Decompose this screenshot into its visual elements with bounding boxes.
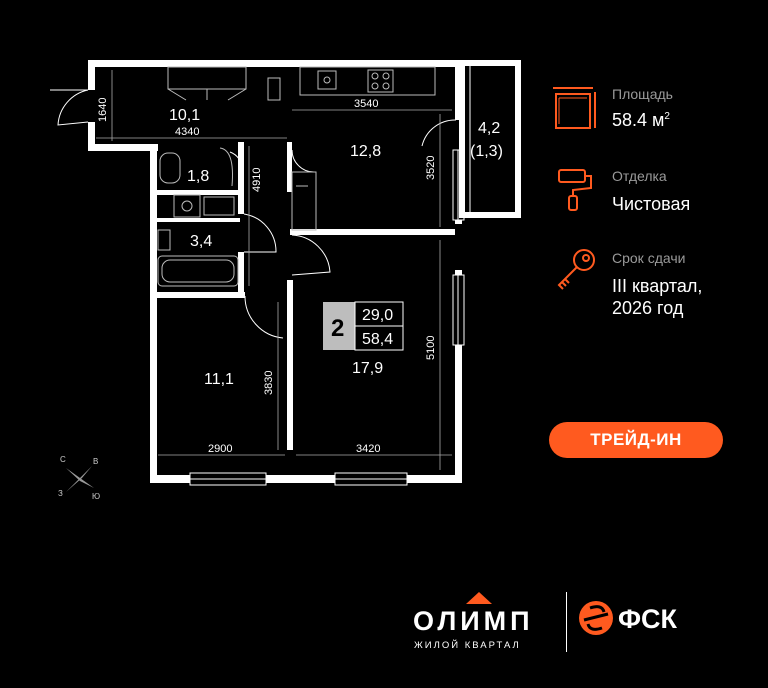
fsk-logo-icon: [579, 601, 613, 635]
door-swing: [291, 234, 331, 276]
area-number: 58.4 м: [612, 110, 665, 130]
room-area: 1,8: [187, 168, 209, 185]
key-icon: [557, 249, 595, 290]
wall: [455, 60, 462, 120]
dim-label: 3420: [356, 443, 380, 455]
dim-label: 1640: [97, 98, 109, 122]
svg-text:В: В: [93, 457, 98, 466]
fsk-logo: ФСК: [618, 604, 678, 634]
area-icon: [553, 87, 596, 129]
trade-in-button[interactable]: ТРЕЙД-ИН: [549, 422, 723, 458]
wall: [155, 190, 240, 195]
furniture: [157, 66, 436, 287]
sink-icon: [317, 70, 337, 90]
finish-label: Отделка: [612, 168, 667, 184]
brand-divider: [566, 592, 567, 652]
finish-value: Чистовая: [612, 194, 691, 214]
room-area: 4,2: [478, 120, 500, 137]
wall: [455, 270, 462, 483]
olimp-roof-icon: [466, 592, 492, 604]
doors: [50, 89, 457, 339]
dimension-labels: 1640 4340 3540 4910 3520 3830 5100 2900 …: [97, 98, 437, 455]
badge-total: 58,4: [362, 331, 393, 348]
wall: [88, 122, 95, 150]
washbasin-icon: [173, 194, 201, 218]
deadline-line2: 2026 год: [612, 298, 684, 318]
room-area: (1,3): [470, 143, 503, 160]
svg-text:С: С: [60, 455, 66, 464]
room-badge: 2 29,0 58,4: [323, 301, 404, 351]
wall: [290, 229, 455, 235]
room-area: 3,4: [190, 233, 212, 250]
paint-roller-icon: [558, 169, 592, 211]
kitchen-cabinet: [291, 171, 317, 231]
door-swing: [421, 119, 457, 147]
wall: [287, 142, 292, 192]
room-area: 10,1: [169, 107, 200, 124]
room-area: 12,8: [350, 143, 381, 160]
dim-label: 3540: [354, 98, 378, 110]
wall: [88, 60, 462, 67]
wall: [150, 144, 157, 482]
room-area: 11,1: [204, 371, 234, 388]
svg-text:З: З: [58, 489, 63, 498]
svg-text:Ю: Ю: [92, 492, 100, 501]
kitchen-counter: [299, 66, 436, 96]
wall: [150, 475, 462, 483]
compass-icon: С В З Ю: [58, 455, 100, 501]
dim-label: 2900: [208, 443, 232, 455]
dim-label: 4910: [251, 168, 263, 192]
fridge-icon: [267, 77, 281, 101]
olimp-subtitle: ЖИЛОЙ КВАРТАЛ: [414, 640, 521, 651]
area-label: Площадь: [612, 86, 673, 102]
area-unit-sup: 2: [664, 111, 670, 122]
deadline-line1: III квартал,: [612, 276, 703, 296]
room-labels: 10,1 1,8 3,4 11,1 12,8 17,9 4,2 (1,3): [169, 107, 503, 388]
wall: [238, 142, 244, 214]
bathtub-icon: [157, 255, 239, 287]
wall: [88, 144, 158, 151]
door-swing: [229, 151, 243, 171]
wall: [238, 252, 244, 298]
wall: [287, 280, 293, 450]
wall: [150, 292, 245, 298]
toilet-icon: [159, 152, 181, 184]
wall: [88, 60, 95, 90]
wall: [155, 218, 240, 222]
wardrobe: [167, 66, 247, 90]
dim-label: 5100: [425, 336, 437, 360]
washer-icon: [203, 196, 235, 216]
badge-rooms: 2: [331, 315, 344, 342]
dim-label: 3830: [263, 371, 275, 395]
area-value: 58.4 м2: [612, 110, 670, 131]
balcony-outline: [459, 60, 521, 218]
sink-bath: [157, 229, 171, 251]
door-swing: [243, 213, 277, 253]
stove-icon: [367, 69, 394, 93]
dim-label: 4340: [175, 126, 199, 138]
plan-walls: [88, 60, 462, 483]
dim-label: 3520: [425, 156, 437, 180]
olimp-logo: ОЛИМП: [413, 606, 534, 636]
dimension-lines: [96, 70, 452, 470]
deadline-label: Срок сдачи: [612, 250, 686, 266]
door-swing: [50, 89, 89, 126]
badge-living: 29,0: [362, 307, 393, 324]
door-swing: [244, 295, 284, 339]
door-swing: [291, 149, 315, 173]
balcony: [459, 60, 521, 218]
room-area: 17,9: [352, 360, 383, 377]
